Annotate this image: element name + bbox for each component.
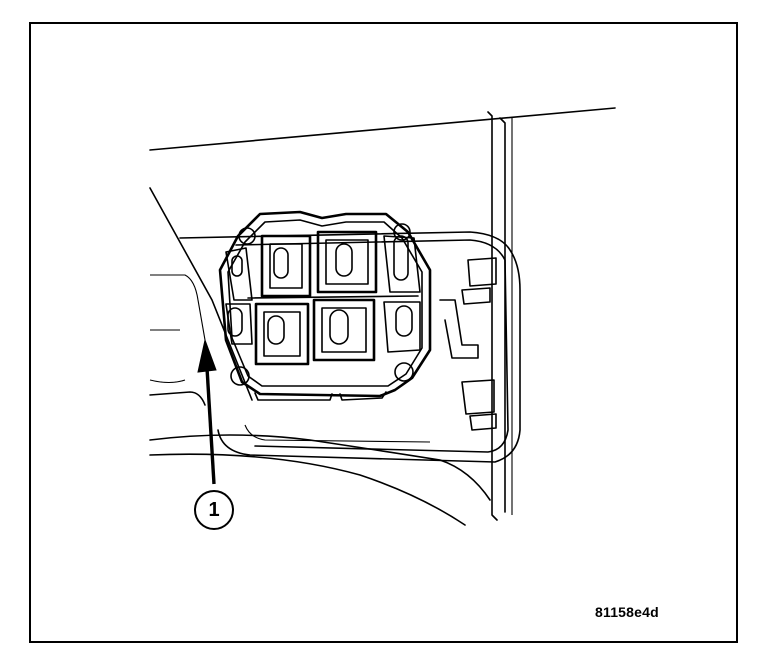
- switch-bezel: [179, 231, 521, 463]
- door-trim-panel: [149, 107, 616, 526]
- switch-button: [316, 230, 378, 294]
- mount-post-top-right: [393, 223, 411, 241]
- figure-frame: [29, 22, 738, 643]
- switch-button: [225, 247, 253, 301]
- switch-button: [383, 301, 421, 353]
- switch-button: [312, 298, 376, 362]
- mount-post-bottom-left: [230, 366, 250, 386]
- switch-button: [225, 303, 253, 345]
- mount-post-bottom-right: [394, 362, 414, 382]
- callout-circle: 1: [194, 490, 234, 530]
- figure-reference-id: 81158e4d: [595, 604, 659, 620]
- switch-button: [254, 302, 310, 366]
- switch-button: [260, 234, 312, 298]
- callout-arrow: [197, 338, 217, 485]
- window-switch-module: [218, 210, 432, 401]
- callout-number: 1: [208, 499, 220, 521]
- switch-button: [383, 235, 421, 293]
- mount-post-top-left: [238, 227, 256, 245]
